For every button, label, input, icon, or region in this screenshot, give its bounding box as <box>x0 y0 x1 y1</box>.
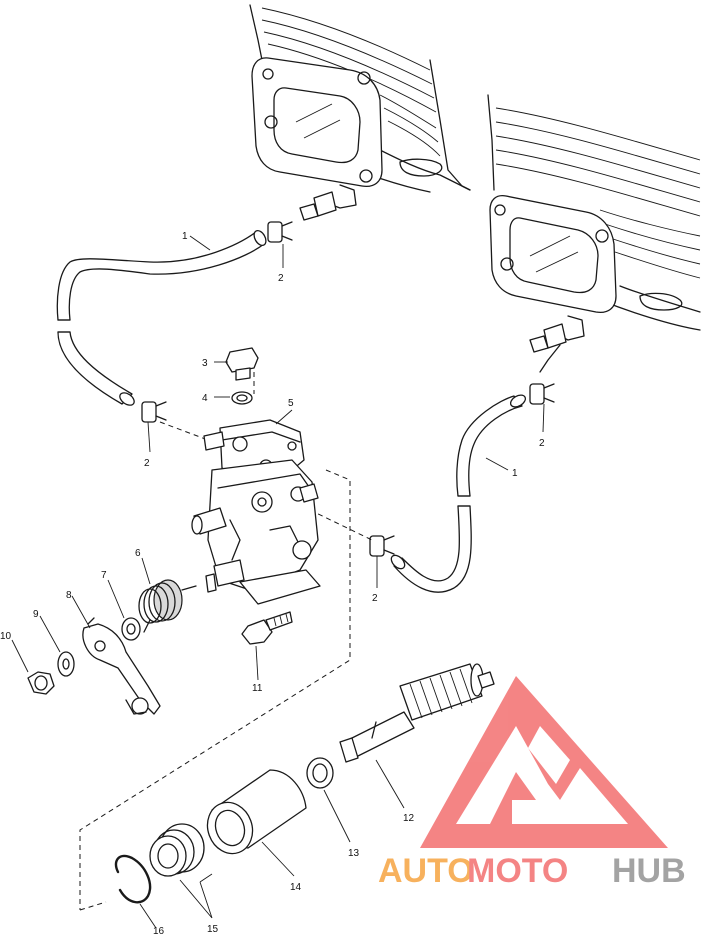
shaft-washer <box>306 757 334 789</box>
callout-9: 9 <box>33 609 39 620</box>
hose-clamp-right-top <box>529 383 555 405</box>
lever-washer <box>57 651 75 677</box>
callout-16: 16 <box>153 926 165 934</box>
automotohub-watermark: AUTO MOTO HUB <box>378 676 686 890</box>
hose-clamp-left <box>141 401 167 423</box>
callout-2-right-top: 2 <box>539 438 545 449</box>
hose-clamp-top <box>267 221 293 243</box>
sealing-washer <box>231 391 253 405</box>
callout-6: 6 <box>135 548 141 559</box>
pulse-hose-right <box>390 394 527 593</box>
watermark-logo-inner <box>528 726 570 784</box>
hose-clamp-right-bottom <box>369 535 395 557</box>
pump-drive-shaft <box>339 663 495 763</box>
pulse-hose-left <box>56 229 267 406</box>
oil-pump <box>191 419 321 605</box>
leader-lines <box>11 235 545 929</box>
cylinder-right <box>487 94 701 373</box>
callout-4: 4 <box>202 393 208 404</box>
oil-seal <box>149 823 205 877</box>
snap-ring <box>114 854 152 904</box>
return-spring <box>138 579 197 633</box>
callout-13: 13 <box>348 848 360 859</box>
callout-12: 12 <box>403 813 415 824</box>
callout-3: 3 <box>202 358 208 369</box>
callout-11: 11 <box>252 683 263 694</box>
callout-2-top: 2 <box>278 273 284 284</box>
callout-10: 10 <box>0 631 12 642</box>
callout-2-right-bottom: 2 <box>372 593 378 604</box>
callout-1-right: 1 <box>512 468 518 479</box>
callout-15: 15 <box>207 924 219 934</box>
watermark-moto: MOTO <box>467 852 568 890</box>
bushing-sleeve <box>206 769 307 855</box>
lock-nut <box>27 671 55 695</box>
callout-1-top: 1 <box>182 231 188 242</box>
cylinder-left <box>249 4 471 221</box>
callout-14: 14 <box>290 882 302 893</box>
banjo-bolt <box>225 347 259 381</box>
watermark-hub: HUB <box>612 852 686 890</box>
control-lever <box>82 617 161 715</box>
callout-2-left: 2 <box>144 458 150 469</box>
callout-7: 7 <box>101 570 107 581</box>
callout-8: 8 <box>66 590 72 601</box>
watermark-auto: AUTO <box>378 852 474 890</box>
thrust-washer <box>121 617 141 641</box>
mounting-screw <box>241 611 293 645</box>
callout-5: 5 <box>288 398 294 409</box>
callout-numbers: 1 2 2 2 1 2 3 4 5 6 7 8 9 10 11 12 13 14… <box>0 231 545 934</box>
